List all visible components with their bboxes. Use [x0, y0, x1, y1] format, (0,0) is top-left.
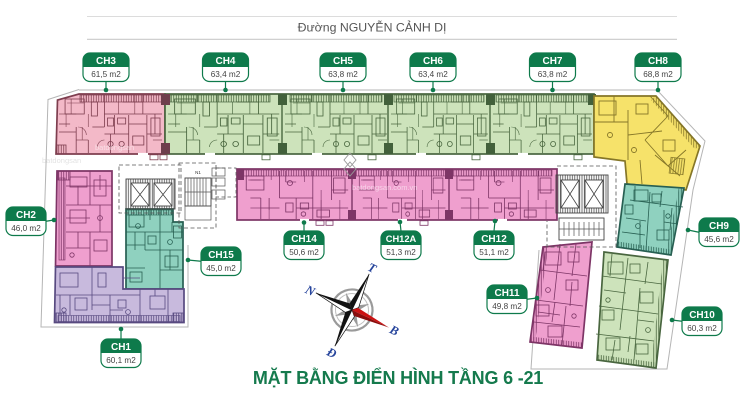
svg-text:CH10: CH10	[689, 310, 715, 321]
svg-text:MẶT BẰNG ĐIỂN HÌNH TẦNG 6 -21: MẶT BẰNG ĐIỂN HÌNH TẦNG 6 -21	[253, 367, 543, 388]
svg-text:63,4 m2: 63,4 m2	[418, 70, 448, 79]
svg-text:60,3 m2: 60,3 m2	[687, 324, 717, 333]
svg-text:68,8 m2: 68,8 m2	[643, 70, 673, 79]
svg-text:45,6 m2: 45,6 m2	[704, 235, 734, 244]
svg-text:46,0 m2: 46,0 m2	[11, 224, 41, 233]
svg-text:CH1: CH1	[111, 342, 131, 353]
svg-text:49,8 m2: 49,8 m2	[492, 302, 522, 311]
svg-text:CH9: CH9	[709, 221, 729, 232]
svg-text:N1: N1	[195, 170, 201, 175]
svg-text:CH7: CH7	[542, 56, 562, 67]
svg-text:CH11: CH11	[494, 288, 519, 299]
svg-text:batdongsan.com.vn: batdongsan.com.vn	[352, 183, 417, 192]
svg-text:CH14: CH14	[291, 234, 317, 245]
svg-text:61,5 m2: 61,5 m2	[91, 70, 121, 79]
svg-text:63,8 m2: 63,8 m2	[538, 70, 568, 79]
svg-text:CH3: CH3	[96, 56, 116, 67]
svg-text:CH12A: CH12A	[386, 234, 417, 244]
svg-text:CH8: CH8	[648, 56, 668, 67]
svg-text:51,3 m2: 51,3 m2	[386, 248, 416, 257]
svg-text:CH6: CH6	[423, 56, 443, 67]
svg-text:63,4 m2: 63,4 m2	[211, 70, 241, 79]
svg-text:batdongsan: batdongsan	[42, 156, 81, 165]
svg-text:50,6 m2: 50,6 m2	[289, 248, 319, 257]
svg-text:batdongsan: batdongsan	[95, 143, 134, 152]
svg-text:CH12: CH12	[481, 234, 507, 245]
svg-text:CH5: CH5	[333, 56, 353, 67]
svg-text:63,8 m2: 63,8 m2	[328, 70, 358, 79]
svg-text:45,0 m2: 45,0 m2	[206, 264, 236, 273]
svg-text:CH2: CH2	[16, 210, 36, 221]
svg-text:60,1 m2: 60,1 m2	[106, 356, 136, 365]
svg-text:CH15: CH15	[208, 250, 234, 261]
svg-text:51,1 m2: 51,1 m2	[479, 248, 509, 257]
svg-text:CH4: CH4	[215, 56, 235, 67]
svg-text:Đường NGUYỄN CẢNH DỊ: Đường NGUYỄN CẢNH DỊ	[298, 20, 447, 35]
